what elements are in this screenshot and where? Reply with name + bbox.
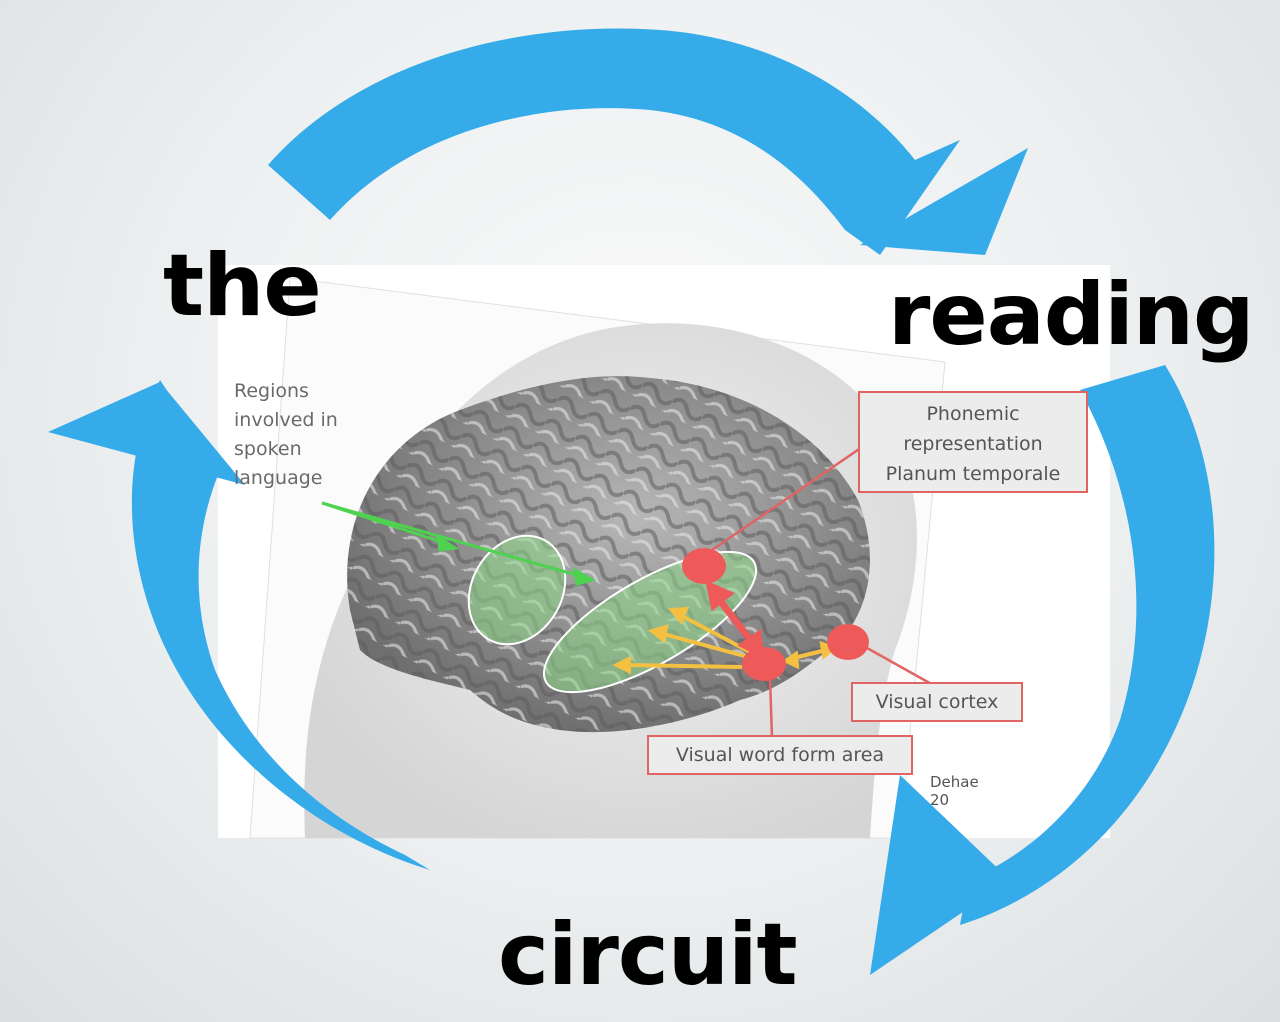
label-line: Phonemic — [926, 403, 1020, 425]
temporal-language-region — [542, 550, 758, 694]
word-reading: reading — [888, 265, 1255, 365]
cycle-arrow-right — [960, 365, 1215, 925]
citation-line: Dehae — [930, 773, 979, 791]
node-visual-word-form-area — [742, 647, 786, 681]
cycle-arrow-right-head — [870, 775, 1010, 975]
note-line: Regions — [234, 380, 309, 402]
brain-texture — [347, 376, 870, 733]
note-line: spoken — [234, 438, 302, 460]
label-line: representation — [903, 433, 1043, 455]
node-visual-cortex — [827, 624, 869, 660]
language-pointer-arrows — [321, 501, 596, 586]
phonemic-representation-label: Phonemic representation Planum temporale — [858, 391, 1088, 493]
word-the: the — [163, 236, 322, 336]
cycle-arrow-top — [268, 28, 960, 255]
cycle-arrow-left-head — [48, 382, 245, 485]
visual-word-form-area-label: Visual word form area — [647, 735, 913, 775]
citation: Dehae 20 — [930, 773, 979, 809]
node-planum-temporale — [682, 548, 726, 584]
frontal-language-region — [467, 534, 567, 646]
cycle-arrow-left — [131, 380, 430, 870]
visual-cortex-label: Visual cortex — [851, 682, 1023, 722]
label-leader-lines — [711, 443, 936, 739]
note-line: language — [234, 467, 323, 489]
cycle-arrows — [48, 28, 1215, 975]
label-line: Planum temporale — [885, 463, 1061, 485]
citation-line: 20 — [930, 791, 950, 809]
note-line: involved in — [234, 409, 338, 431]
spoken-language-note: Regions involved in spoken language — [234, 377, 338, 493]
cycle-arrow-top-head — [860, 148, 1028, 255]
word-circuit: circuit — [498, 905, 798, 1005]
